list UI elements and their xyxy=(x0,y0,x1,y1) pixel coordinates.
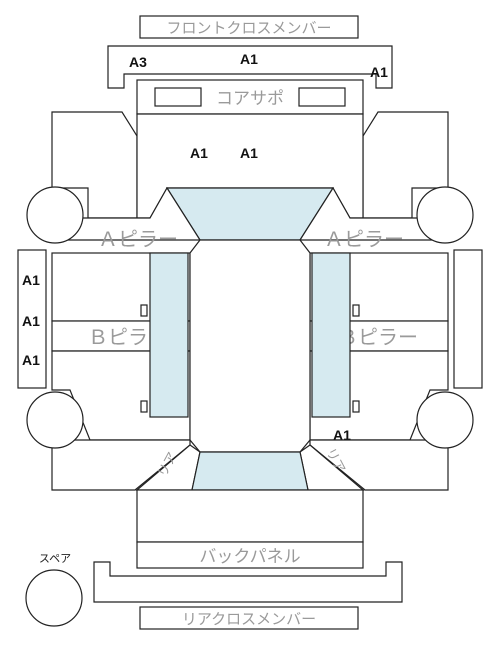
front-member-code-right: A1 xyxy=(370,64,388,80)
spare-label: スペア xyxy=(39,552,71,565)
rear-right-door-code: A1 xyxy=(333,427,351,443)
rear-quarter-left[interactable] xyxy=(51,439,191,491)
b-pillar-right-label: Ｂピラー xyxy=(338,325,418,349)
rear-bumper[interactable] xyxy=(93,561,403,603)
back-panel[interactable] xyxy=(136,541,364,569)
side-left-code-3: A1 xyxy=(22,352,40,368)
roof[interactable] xyxy=(189,239,311,453)
a-pillar-left-label: Ａピラー xyxy=(98,227,178,251)
front-cross-member-label: フロントクロスメンバー xyxy=(166,19,331,37)
door-handle-front-right[interactable] xyxy=(352,304,360,317)
side-left-code-1: A1 xyxy=(22,272,40,288)
door-handle-front-left[interactable] xyxy=(140,304,148,317)
a-pillar-right-label: Ａピラー xyxy=(324,227,404,251)
front-cross-member-label-box[interactable] xyxy=(139,15,359,39)
wheel-rear-right[interactable] xyxy=(416,391,474,449)
side-window-left[interactable] xyxy=(149,252,189,418)
front-cross-member[interactable] xyxy=(107,45,393,89)
back-panel-label: バックパネル xyxy=(199,547,300,567)
trunk[interactable] xyxy=(136,489,364,543)
rear-cross-member-label-box[interactable] xyxy=(139,606,359,630)
front-member-code-left: A3 xyxy=(129,54,147,70)
side-left-code-2: A1 xyxy=(22,313,40,329)
rear-cross-member-label: リアクロスメンバー xyxy=(182,610,316,628)
headlight-left[interactable] xyxy=(154,87,202,107)
side-sill-left[interactable] xyxy=(17,249,47,389)
headlight-right[interactable] xyxy=(298,87,346,107)
wheel-rear-left[interactable] xyxy=(26,391,84,449)
wheel-front-left[interactable] xyxy=(26,186,84,244)
hood-code-left: A1 xyxy=(190,145,208,161)
hood-code-right: A1 xyxy=(240,145,258,161)
door-handle-rear-right[interactable] xyxy=(352,400,360,413)
wheel-front-right[interactable] xyxy=(416,186,474,244)
side-sill-right[interactable] xyxy=(453,249,483,389)
rear-window[interactable] xyxy=(191,451,309,491)
side-window-right[interactable] xyxy=(311,252,351,418)
spare-tire[interactable] xyxy=(25,569,83,627)
rear-quarter-right[interactable] xyxy=(309,439,449,491)
door-handle-rear-left[interactable] xyxy=(140,400,148,413)
core-support-label: コアサポ xyxy=(216,89,284,109)
front-member-code-center: A1 xyxy=(240,51,258,67)
